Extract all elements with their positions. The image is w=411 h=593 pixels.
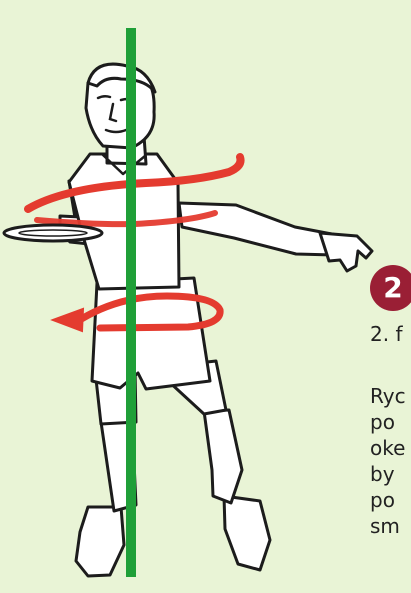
vertical-axis-line bbox=[126, 28, 136, 577]
description-line: po bbox=[370, 409, 406, 435]
description-line: by bbox=[370, 461, 406, 487]
step-title: 2. f bbox=[370, 322, 402, 346]
step-description: Ryc po oke by po sm bbox=[370, 383, 406, 539]
description-line: Ryc bbox=[370, 383, 406, 409]
description-line: sm bbox=[370, 513, 406, 539]
step-number-badge: 2 bbox=[370, 265, 411, 311]
flying-disc-icon bbox=[4, 225, 102, 241]
description-line: oke bbox=[370, 435, 406, 461]
description-line: po bbox=[370, 487, 406, 513]
rotation-arrowhead bbox=[53, 309, 83, 331]
